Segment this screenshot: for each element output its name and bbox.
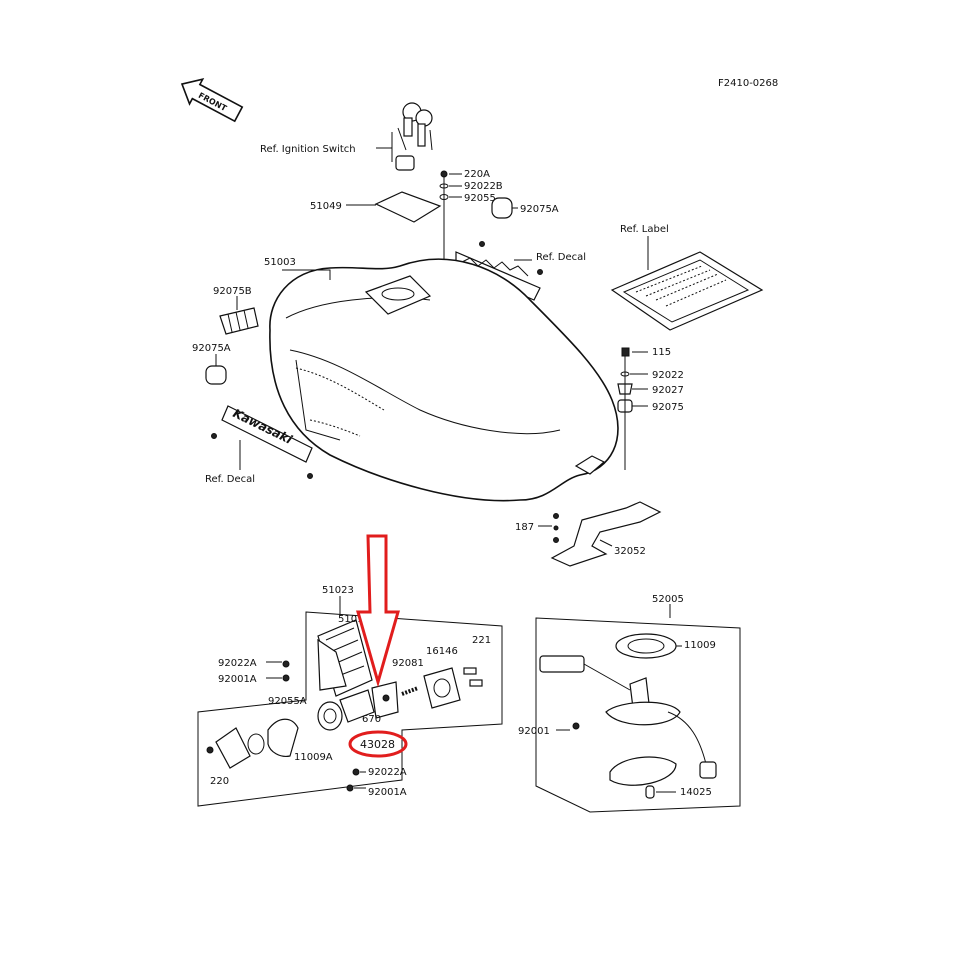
label-52005: 52005	[652, 594, 684, 605]
label-16146: 16146	[426, 646, 458, 657]
warning-label	[610, 251, 764, 331]
label-221: 221	[472, 635, 491, 646]
label-220A: 220A	[464, 169, 490, 180]
label-92022A-bottom: 92022A	[368, 767, 407, 778]
label-ref-label: Ref. Label	[620, 224, 669, 235]
fuel-tap-assembly-box	[197, 611, 503, 807]
label-51049: 51049	[310, 201, 342, 212]
label-92075: 92075	[652, 402, 684, 413]
label-43028: 43028	[360, 738, 395, 751]
label-92075B: 92075B	[213, 286, 252, 297]
label-51019: 51019	[338, 614, 370, 625]
cap-leaders	[449, 173, 462, 198]
highlight-arrow-icon	[356, 534, 400, 688]
label-51023: 51023	[322, 585, 354, 596]
cap-hardware	[439, 170, 449, 268]
highlight-circle	[348, 730, 408, 758]
leader-ignition	[376, 132, 393, 162]
cap-cover	[374, 191, 442, 223]
label-187: 187	[515, 522, 534, 533]
rubber-damper-top	[491, 197, 513, 219]
label-92027: 92027	[652, 385, 684, 396]
rubber-bumper-b	[219, 307, 259, 335]
left-leaders	[266, 661, 282, 679]
label-ref-ignition-switch: Ref. Ignition Switch	[260, 144, 356, 155]
label-51003: 51003	[264, 257, 296, 268]
fuel-tank	[269, 258, 619, 502]
label-11009: 11009	[684, 640, 716, 651]
tank-bracket	[550, 501, 662, 567]
label-11009A: 11009A	[294, 752, 333, 763]
fuel-sender-parts	[539, 633, 717, 799]
label-92081: 92081	[392, 658, 424, 669]
label-ref-decal-left: Ref. Decal	[205, 474, 255, 485]
rubber-damper-left	[205, 365, 227, 385]
label-92055A: 92055A	[268, 696, 307, 707]
label-115: 115	[652, 347, 671, 358]
label-220-bottom: 220	[210, 776, 229, 787]
rear-mount-hardware	[617, 347, 633, 470]
label-92001A-left: 92001A	[218, 674, 257, 685]
fuel-sender-box	[535, 617, 741, 813]
label-92075A-top: 92075A	[520, 204, 559, 215]
label-92022A-left: 92022A	[218, 658, 257, 669]
label-92022-right: 92022	[652, 370, 684, 381]
leader-32052	[599, 539, 613, 547]
label-92075A-left: 92075A	[192, 343, 231, 354]
mount-leaders	[630, 351, 648, 407]
front-arrow-icon: FRONT	[180, 78, 244, 123]
label-14025: 14025	[680, 787, 712, 798]
label-32052: 32052	[614, 546, 646, 557]
label-92001: 92001	[518, 726, 550, 737]
ignition-key-icon	[395, 102, 433, 171]
label-92055: 92055	[464, 193, 496, 204]
label-670: 670	[362, 714, 381, 725]
diagram-code: F2410-0268	[718, 78, 778, 89]
fuel-tap-parts	[206, 619, 483, 792]
leader-51003	[282, 269, 331, 280]
label-92001A-bottom: 92001A	[368, 787, 407, 798]
label-ref-decal-top: Ref. Decal	[536, 252, 586, 263]
bottom-leaders	[354, 771, 366, 789]
label-92022B: 92022B	[464, 181, 503, 192]
